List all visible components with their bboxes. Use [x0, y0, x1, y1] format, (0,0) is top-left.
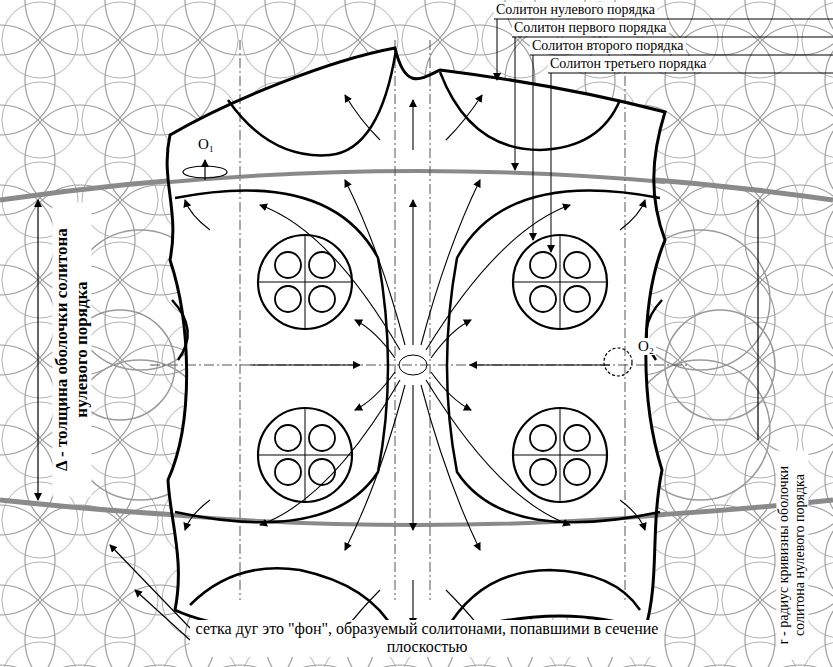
radius-label: r - радиус кривизны оболочки солитона ну…: [776, 451, 808, 660]
order-label: Солитон первого порядка: [512, 20, 669, 36]
order-label: Солитон третьего порядка: [548, 56, 709, 72]
order-label: Солитон второго порядка: [530, 38, 686, 54]
center-label: O₁: [196, 136, 216, 153]
center-label: O₂: [636, 338, 656, 355]
order-label: Солитон нулевого порядка: [494, 2, 657, 18]
background-note: сетка дуг это "фон", образуемый солитона…: [190, 620, 664, 657]
thickness-label: Δ - толщина оболочки солитона нулевого п…: [52, 203, 91, 497]
